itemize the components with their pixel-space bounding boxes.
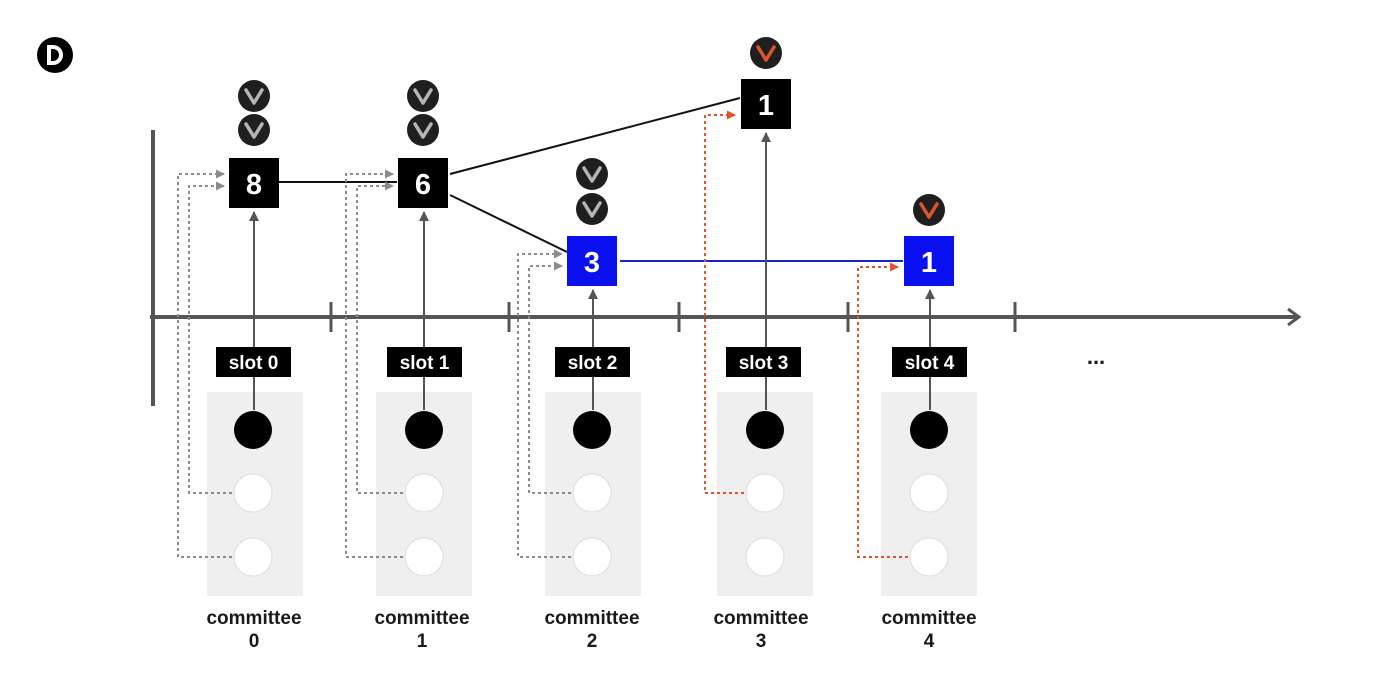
committee-number: 4 [924,631,935,652]
slot-label-3: slot 3 [726,347,801,377]
slot-label-0: slot 0 [216,347,291,377]
vote-arrows [177,110,908,558]
committee-title: committee [713,608,808,629]
attester-member [233,473,273,513]
committee-title: committee [374,608,469,629]
vote-arrow [177,169,232,558]
logo-icon [37,37,73,73]
checkmark-badge-icon [238,80,270,112]
committee-caption-1: committee 1 [374,608,469,652]
proposer-member [234,411,272,449]
checkmark-badge-icon [238,114,270,146]
chain-edge [449,194,568,253]
chain-edges [279,97,903,262]
committee-title: committee [206,608,301,629]
block-slot-2: 3 [567,236,617,286]
vote-badges [238,37,945,226]
late-vote-arrow [857,262,908,558]
chain-edge [449,97,741,175]
checkmark-badge-icon [407,80,439,112]
block-slot-3: 1 [741,79,791,129]
vote-arrow [517,249,571,558]
proposer-member [405,411,443,449]
block-number: 6 [415,169,431,201]
block-slot-4: 1 [904,236,954,286]
slot-label-4: slot 4 [892,347,967,377]
block-number: 3 [584,247,600,279]
vote-arrow [356,181,403,494]
checkmark-badge-icon [576,158,608,190]
block-slot-1: 6 [398,158,448,208]
committee-members [233,411,949,577]
vote-arrow [345,169,403,558]
more-slots-ellipsis: ... [1087,344,1105,369]
slot-label-text: slot 3 [739,353,789,374]
slot-label-1: slot 1 [387,347,462,377]
vote-arrow [188,181,232,494]
attester-member [233,537,273,577]
committee-number: 1 [417,631,428,652]
time-axis [150,130,1298,406]
late-checkmark-badge-icon [913,194,945,226]
checkmark-badge-icon [407,114,439,146]
attester-member [404,537,444,577]
slot-label-text: slot 4 [905,353,955,374]
slot-label-text: slot 0 [229,353,279,374]
attester-member [404,473,444,513]
committee-caption-0: committee 0 [206,608,301,652]
attester-member [745,473,785,513]
proposer-member [573,411,611,449]
attester-member [572,537,612,577]
block-slot-0: 8 [229,158,279,208]
committee-title: committee [544,608,639,629]
late-checkmark-badge-icon [750,37,782,69]
block-number: 8 [246,169,262,201]
committee-caption-3: committee 3 [713,608,808,652]
block-number: 1 [758,90,774,122]
block-number: 1 [921,247,937,279]
proposer-member [746,411,784,449]
vote-arrow [528,261,571,494]
slot-label-text: slot 1 [400,353,450,374]
proposer-member [910,411,948,449]
committee-caption-4: committee 4 [881,608,976,652]
attester-member [909,473,949,513]
attester-member [572,473,612,513]
slot-label-text: slot 2 [568,353,618,374]
slot-label-2: slot 2 [555,347,630,377]
attester-member [745,537,785,577]
committee-number: 2 [587,631,598,652]
committee-number: 0 [249,631,260,652]
attester-member [909,537,949,577]
checkmark-badge-icon [576,193,608,225]
committee-title: committee [881,608,976,629]
late-vote-arrow [704,110,744,494]
committee-number: 3 [756,631,767,652]
committee-caption-2: committee 2 [544,608,639,652]
